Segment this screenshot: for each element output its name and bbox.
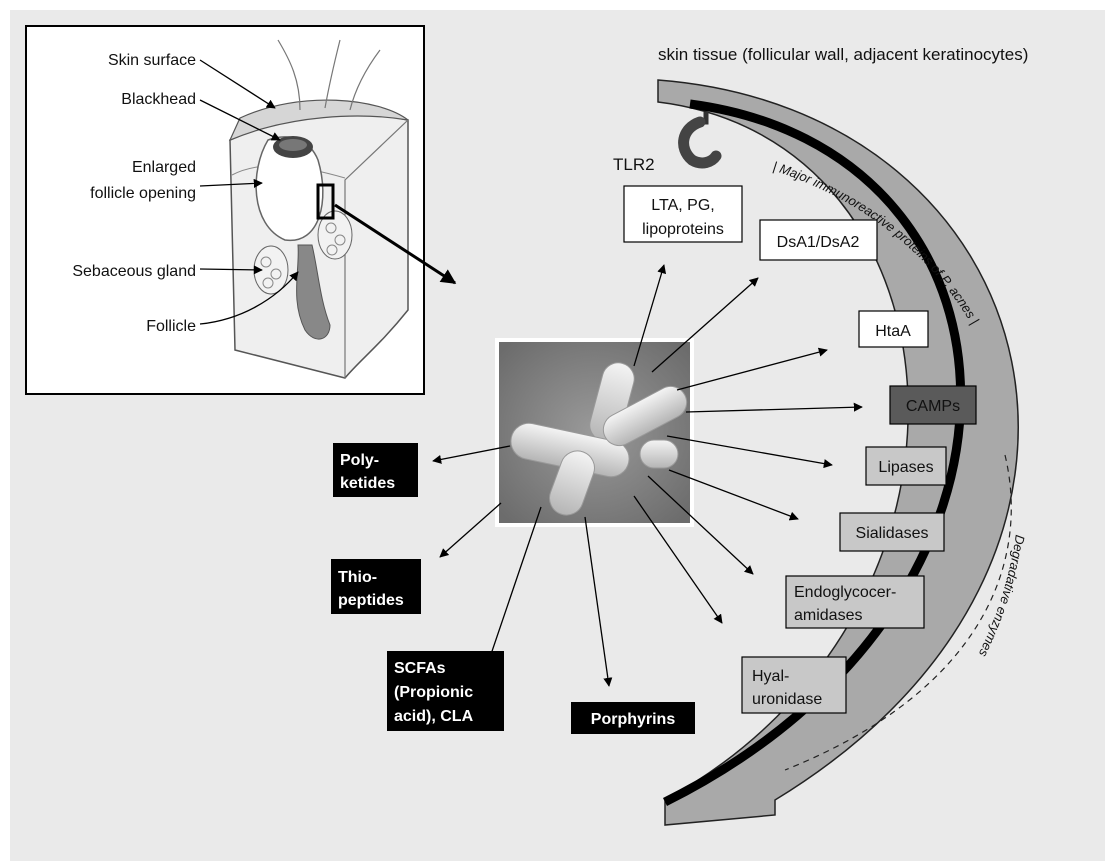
factor-endoglycoceramidases: Endoglycocer- amidases bbox=[786, 576, 924, 628]
label-sebaceous: Sebaceous gland bbox=[72, 263, 196, 280]
svg-text:Lipases: Lipases bbox=[878, 459, 933, 476]
factor-lta: LTA, PG, lipoproteins bbox=[624, 186, 742, 242]
factor-polyketides: Poly- ketides bbox=[333, 443, 418, 497]
factor-htaa: HtaA bbox=[859, 311, 928, 347]
factor-scfas: SCFAs (Propionic acid), CLA bbox=[387, 651, 504, 731]
svg-text:LTA, PG,: LTA, PG, bbox=[651, 197, 714, 214]
factor-lipases: Lipases bbox=[866, 447, 946, 485]
factor-thiopeptides: Thio- peptides bbox=[331, 559, 421, 614]
label-blackhead: Blackhead bbox=[121, 91, 196, 108]
svg-text:SCFAs: SCFAs bbox=[394, 660, 446, 677]
factor-camps: CAMPs bbox=[890, 386, 976, 424]
svg-text:Porphyrins: Porphyrins bbox=[591, 711, 676, 728]
svg-text:acid), CLA: acid), CLA bbox=[394, 708, 474, 725]
label-enlarged-1: Enlarged bbox=[132, 159, 196, 176]
svg-text:Sialidases: Sialidases bbox=[856, 525, 929, 542]
svg-text:(Propionic: (Propionic bbox=[394, 684, 473, 701]
svg-text:uronidase: uronidase bbox=[752, 691, 822, 708]
svg-text:HtaA: HtaA bbox=[875, 323, 911, 340]
label-follicle: Follicle bbox=[146, 318, 196, 335]
factor-hyaluronidase: Hyal- uronidase bbox=[742, 657, 846, 713]
svg-text:DsA1/DsA2: DsA1/DsA2 bbox=[777, 234, 860, 251]
bacteria-micrograph bbox=[497, 340, 692, 525]
tlr2-label: TLR2 bbox=[613, 155, 655, 174]
label-skin-surface: Skin surface bbox=[108, 52, 196, 69]
label-enlarged-2: follicle opening bbox=[90, 185, 196, 202]
factor-dsa: DsA1/DsA2 bbox=[760, 220, 877, 260]
factor-porphyrins: Porphyrins bbox=[571, 702, 695, 734]
svg-text:Thio-: Thio- bbox=[338, 569, 377, 586]
svg-text:Poly-: Poly- bbox=[340, 452, 379, 469]
svg-text:Endoglycocer-: Endoglycocer- bbox=[794, 584, 896, 601]
svg-text:amidases: amidases bbox=[794, 607, 862, 624]
svg-text:peptides: peptides bbox=[338, 592, 404, 609]
tissue-label: skin tissue (follicular wall, adjacent k… bbox=[658, 45, 1028, 64]
svg-text:lipoproteins: lipoproteins bbox=[642, 221, 724, 238]
svg-text:CAMPs: CAMPs bbox=[906, 398, 960, 415]
svg-text:ketides: ketides bbox=[340, 475, 395, 492]
factor-sialidases: Sialidases bbox=[840, 513, 944, 551]
skin-inset bbox=[26, 26, 424, 394]
svg-text:Hyal-: Hyal- bbox=[752, 668, 789, 685]
